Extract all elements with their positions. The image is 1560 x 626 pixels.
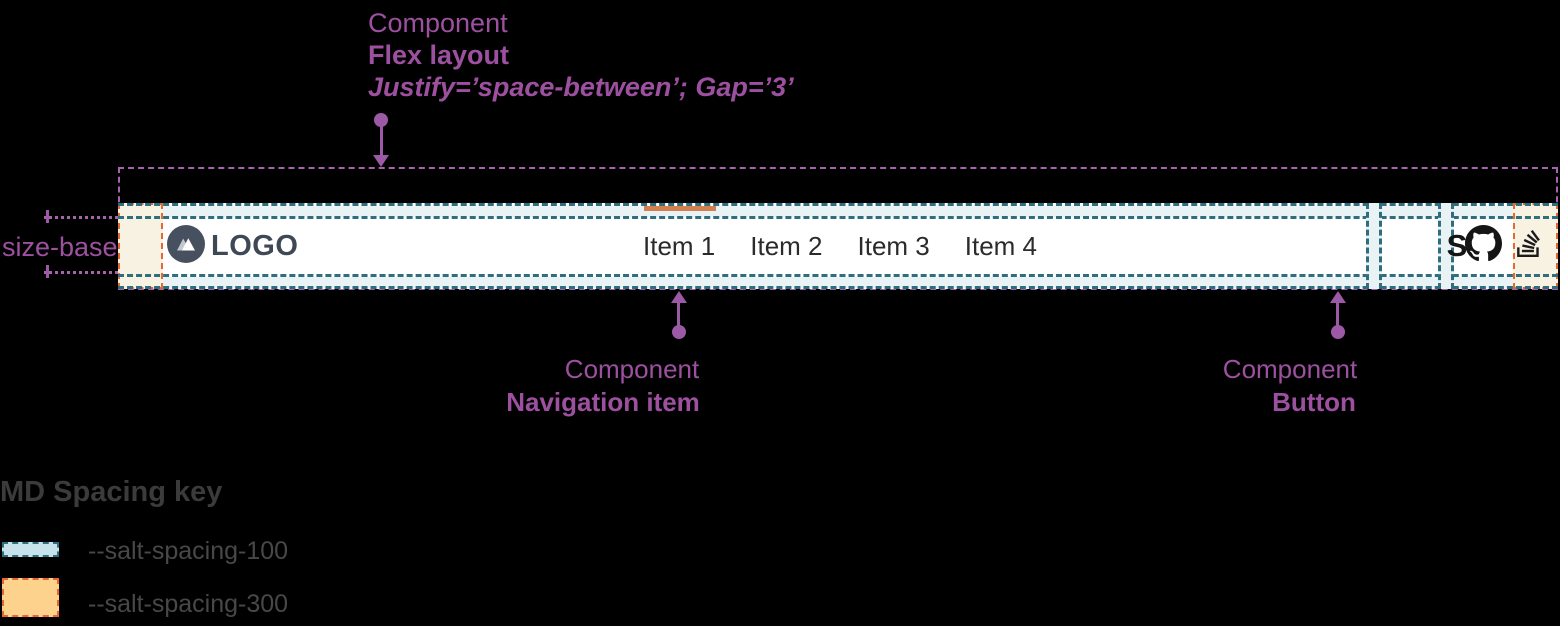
button-pointer-arrowhead [1330, 291, 1346, 303]
size-base-measure-line-top [44, 216, 118, 219]
spacing-100-dash-line-2 [118, 216, 1558, 219]
navigation-item-pointer-dot [672, 325, 686, 339]
nav-item-3[interactable]: Item 3 [857, 230, 930, 261]
navigation-bar: LOGO Item 1 Item 2 Item 3 Item 4 S [118, 203, 1558, 289]
spacing-100-dash-line-3 [118, 274, 1558, 277]
button-pointer-dot [1331, 325, 1345, 339]
nav-item-1[interactable]: Item 1 [643, 230, 716, 261]
github-button[interactable] [1463, 225, 1503, 267]
navigation-item-annotation-eyebrow: Component [564, 354, 700, 384]
size-base-measure-tick-top [46, 210, 49, 223]
mountain-logo-icon [167, 224, 205, 268]
flex-layout-annotation-eyebrow: Component [368, 8, 508, 38]
navigation-items: Item 1 Item 2 Item 3 Item 4 [643, 203, 1037, 289]
flex-layout-pointer-line [380, 124, 383, 160]
spacing-100-dash-line-4 [118, 286, 1558, 289]
navigation-item-annotation-title: Navigation item [506, 387, 700, 417]
logo-text: LOGO [211, 229, 299, 262]
legend-label-spacing-300: --salt-spacing-300 [88, 590, 289, 618]
nav-item-2[interactable]: Item 2 [750, 230, 823, 261]
legend-label-spacing-100: --salt-spacing-100 [88, 537, 289, 565]
flex-layout-pointer-dot [374, 113, 388, 127]
spacing-100-strip-top [163, 206, 1513, 217]
github-icon [1464, 225, 1502, 267]
active-item-indicator [644, 206, 716, 211]
flex-layout-annotation-title: Flex layout [368, 40, 510, 70]
spacing-100-gap-2 [1438, 203, 1454, 289]
navigation-item-pointer-line [677, 301, 680, 332]
spacing-100-dash-line-1 [118, 203, 1558, 206]
legend-swatch-spacing-300 [2, 578, 59, 617]
flex-layout-pointer-arrowhead [373, 155, 389, 167]
button-pointer-line [1336, 301, 1339, 332]
size-base-label: size-base [2, 232, 118, 262]
flex-layout-annotation-detail: Justify=’space-between’; Gap=’3’ [368, 72, 794, 102]
size-base-measure-line-bottom [44, 271, 118, 274]
legend-title: MD Spacing key [0, 476, 223, 508]
s-logo-button[interactable]: S [1437, 226, 1477, 266]
nav-item-4[interactable]: Item 4 [964, 230, 1037, 261]
stackoverflow-icon [1515, 230, 1542, 262]
legend-swatch-spacing-100 [2, 542, 59, 557]
flex-layout-annotation: Component Flex layout Justify=’space-bet… [368, 7, 794, 103]
button-annotation-title: Button [1272, 387, 1356, 417]
size-base-measure-tick-bottom [46, 265, 49, 278]
spacing-100-strip-bottom [163, 277, 1513, 288]
s-logo-icon: S [1446, 228, 1468, 263]
stackoverflow-button[interactable] [1508, 226, 1548, 266]
spacing-100-gap-1 [1366, 203, 1382, 289]
button-annotation-eyebrow: Component [1222, 354, 1358, 384]
navigation-item-pointer-arrowhead [671, 291, 687, 303]
logo[interactable]: LOGO [167, 224, 299, 268]
